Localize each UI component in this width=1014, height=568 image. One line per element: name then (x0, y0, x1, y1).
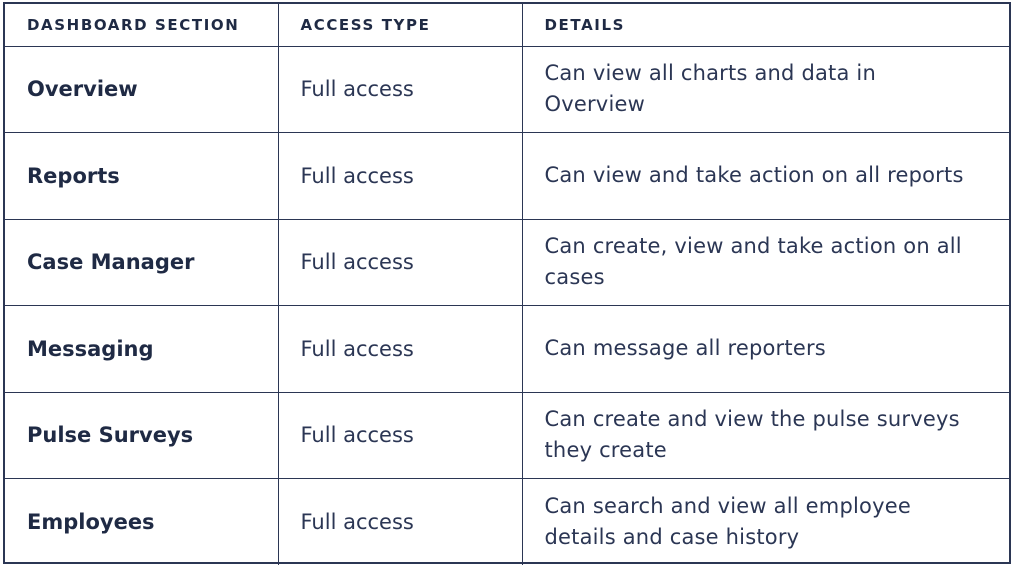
section-cell: Case Manager (5, 218, 279, 306)
header-dashboard-section: DASHBOARD SECTION (5, 4, 279, 47)
access-cell: Full access (277, 218, 523, 306)
details-cell: Can search and view all employee details… (521, 478, 1009, 565)
access-cell: Full access (277, 45, 523, 133)
access-cell: Full access (277, 305, 523, 393)
table-row: Pulse Surveys Full access Can create and… (5, 391, 1009, 479)
table-row: Overview Full access Can view all charts… (5, 45, 1009, 133)
details-cell: Can message all reporters (521, 305, 1009, 393)
access-cell: Full access (277, 478, 523, 565)
access-cell: Full access (277, 391, 523, 479)
header-access-type: ACCESS TYPE (277, 4, 523, 47)
table-header: DASHBOARD SECTION ACCESS TYPE DETAILS (5, 4, 1009, 47)
table-row: Employees Full access Can search and vie… (5, 478, 1009, 565)
details-cell: Can view all charts and data in Overview (521, 45, 1009, 133)
header-row: DASHBOARD SECTION ACCESS TYPE DETAILS (5, 4, 1009, 47)
table-row: Messaging Full access Can message all re… (5, 305, 1009, 393)
header-details: DETAILS (521, 4, 1009, 47)
access-cell: Full access (277, 132, 523, 220)
section-cell: Reports (5, 132, 279, 220)
details-cell: Can create and view the pulse surveys th… (521, 391, 1009, 479)
table-row: Reports Full access Can view and take ac… (5, 132, 1009, 220)
details-cell: Can create, view and take action on all … (521, 218, 1009, 306)
access-table: DASHBOARD SECTION ACCESS TYPE DETAILS Ov… (5, 4, 1009, 565)
table-row: Case Manager Full access Can create, vie… (5, 218, 1009, 306)
table-body: Overview Full access Can view all charts… (5, 45, 1009, 565)
details-cell: Can view and take action on all reports (521, 132, 1009, 220)
access-table-container: DASHBOARD SECTION ACCESS TYPE DETAILS Ov… (3, 2, 1011, 565)
section-cell: Employees (5, 478, 279, 565)
section-cell: Overview (5, 45, 279, 133)
section-cell: Pulse Surveys (5, 391, 279, 479)
section-cell: Messaging (5, 305, 279, 393)
